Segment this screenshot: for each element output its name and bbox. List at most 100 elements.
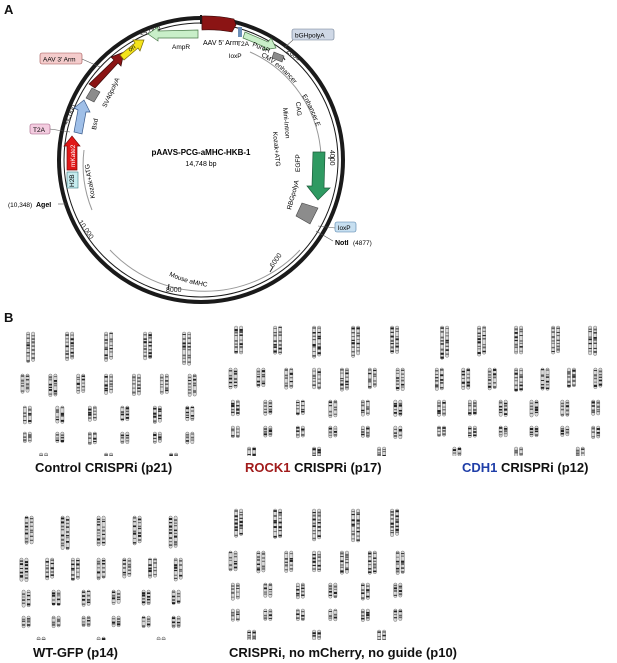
chromosome-k3-0-4a xyxy=(168,515,173,549)
chromosome-k3-2-5b xyxy=(176,589,181,604)
chromosome-k2-3-0b xyxy=(442,425,446,437)
chromosome-k4-2-5b xyxy=(398,582,403,598)
chromosome-k3-0-1a xyxy=(60,515,65,550)
sv40-polya-element xyxy=(85,87,101,103)
chromosome-k2-3-4a xyxy=(560,425,565,437)
chromosome-k4-4-1a xyxy=(312,629,316,640)
cag-guide-arc xyxy=(249,51,322,156)
enhancer-e-label: Enhancer E xyxy=(300,93,321,128)
chromosome-k1-0-4a xyxy=(390,325,394,354)
chromosome-k3-1-2a xyxy=(71,557,75,581)
chromosome-k1-0-3a xyxy=(351,325,355,358)
chromosome-k4-2-1a xyxy=(263,582,268,598)
chromosome-k3-4-2b xyxy=(161,636,166,640)
chromosome-k2-0-4b xyxy=(593,325,597,356)
chromosome-k0-2-0b xyxy=(28,405,32,425)
chromosome-k4-3-3b xyxy=(333,608,338,622)
chromosome-k0-1-6b xyxy=(192,373,197,397)
chromosome-k4-0-2b xyxy=(317,508,321,540)
chromosome-k0-3-3b xyxy=(125,431,130,444)
chromosome-k4-2-4b xyxy=(366,582,370,600)
chromosome-k0-1-0a xyxy=(20,373,25,394)
caption-rock1: ROCK1 CRISPRi (p17) xyxy=(245,460,382,475)
chromosome-k4-2-2a xyxy=(296,582,300,600)
chromosome-k0-2-1b xyxy=(60,405,65,424)
noti-position: (4877) xyxy=(353,240,372,247)
chromosome-k1-3-1b xyxy=(268,425,273,437)
h2b-box xyxy=(66,171,79,189)
chromosome-k4-1-1b xyxy=(261,550,266,573)
chromosome-k2-2-1a xyxy=(468,399,472,416)
chromosome-k3-0-2b xyxy=(101,515,106,546)
chromosome-k0-0-3a xyxy=(143,331,147,361)
chromosome-k2-1-2b xyxy=(492,367,497,389)
chromosome-k4-2-3a xyxy=(328,582,333,599)
mkate2-label: mKate2 xyxy=(70,144,77,167)
kozak-left-label: Kozak+ATG xyxy=(84,163,97,198)
bgh-polya-box xyxy=(291,28,335,41)
amhc-guide-arc xyxy=(109,249,301,292)
chromosome-k1-4-2b xyxy=(382,446,386,456)
chromosome-k3-0-3a xyxy=(132,515,137,546)
chromosome-k2-1-3b xyxy=(519,367,523,392)
chromosome-k3-3-3a xyxy=(111,615,116,628)
chromosome-k4-0-3b xyxy=(356,508,360,543)
chromosome-k2-3-2a xyxy=(498,425,503,438)
chromosome-k1-4-1a xyxy=(312,446,316,456)
chromosome-k4-2-4a xyxy=(361,582,365,601)
chromosome-k4-2-3b xyxy=(333,582,338,599)
chromosome-k4-0-0b xyxy=(239,508,243,536)
chromosome-k2-3-2b xyxy=(503,425,508,438)
loxp-box xyxy=(334,221,357,233)
chromosome-k1-1-6b xyxy=(400,367,405,391)
chromosome-k3-3-4a xyxy=(141,615,146,628)
agei-position: (10,348) xyxy=(8,202,32,209)
chromosome-k4-1-0a xyxy=(228,550,233,572)
chromosome-k0-0-2a xyxy=(104,331,108,362)
chromosome-k3-4-0b xyxy=(41,636,46,640)
chromosome-k3-3-3b xyxy=(116,615,121,628)
cag-label: CAG xyxy=(294,102,302,117)
chromosome-k0-3-5b xyxy=(190,431,195,444)
karyotype-crispri-no-mcherry xyxy=(228,508,405,640)
chromosome-k3-1-5b xyxy=(153,557,157,578)
chromosome-k4-0-1b xyxy=(278,508,282,539)
chromosome-k3-1-0b xyxy=(24,557,29,582)
chromosome-k4-1-2a xyxy=(284,550,289,573)
caption-wt-gfp: WT-GFP (p14) xyxy=(33,645,118,660)
chromosome-k3-2-0a xyxy=(21,589,26,608)
chromosome-k4-0-2a xyxy=(312,508,316,542)
chromosome-k0-0-0a xyxy=(26,331,30,363)
tick-2000: 2000 xyxy=(285,48,302,63)
chromosome-k4-4-0a xyxy=(247,629,251,640)
chromosome-k0-1-1a xyxy=(48,373,53,397)
ampr-label: AmpR xyxy=(172,44,190,51)
chromosome-k0-1-3b xyxy=(109,373,113,394)
caption-cdh1: CDH1 CRISPRi (p12) xyxy=(462,460,588,475)
chromosome-k1-1-3b xyxy=(317,367,321,390)
chromosome-k4-1-6a xyxy=(395,550,400,575)
chromosome-k0-0-1a xyxy=(65,331,69,362)
chromosome-k3-1-3b xyxy=(101,557,106,579)
chromosome-k0-2-4b xyxy=(158,405,162,423)
chromosome-k3-1-0a xyxy=(19,557,24,582)
chromosome-k0-4-0a xyxy=(39,452,43,456)
chromosome-k3-3-5a xyxy=(171,615,176,629)
chromosome-k1-2-3a xyxy=(328,399,333,418)
caption-rock1-gene: ROCK1 xyxy=(245,460,291,475)
chromosome-k4-4-0b xyxy=(252,629,256,640)
chromosome-k0-0-1b xyxy=(70,331,74,360)
plasmid-name: pAAVS-PCG-aMHC-HKB-1 xyxy=(152,148,252,157)
chromosome-k2-0-2b xyxy=(519,325,523,355)
chromosome-k3-0-4b xyxy=(173,515,178,548)
chromosome-k2-1-6a xyxy=(593,367,598,389)
chromosome-k0-2-3a xyxy=(120,405,125,422)
chromosome-k4-2-1b xyxy=(268,582,273,598)
panel-a-letter: A xyxy=(4,2,14,17)
chromosome-k3-0-0b xyxy=(29,515,34,545)
chromosome-k1-1-2a xyxy=(284,367,289,390)
position-ticks: 2000 4000 6000 8000 10,000 12,000 14,000 xyxy=(62,26,335,294)
h2b-label: H2B xyxy=(69,174,76,187)
aav-5-arm-band xyxy=(201,15,237,33)
chromosome-k0-1-6a xyxy=(187,373,192,397)
